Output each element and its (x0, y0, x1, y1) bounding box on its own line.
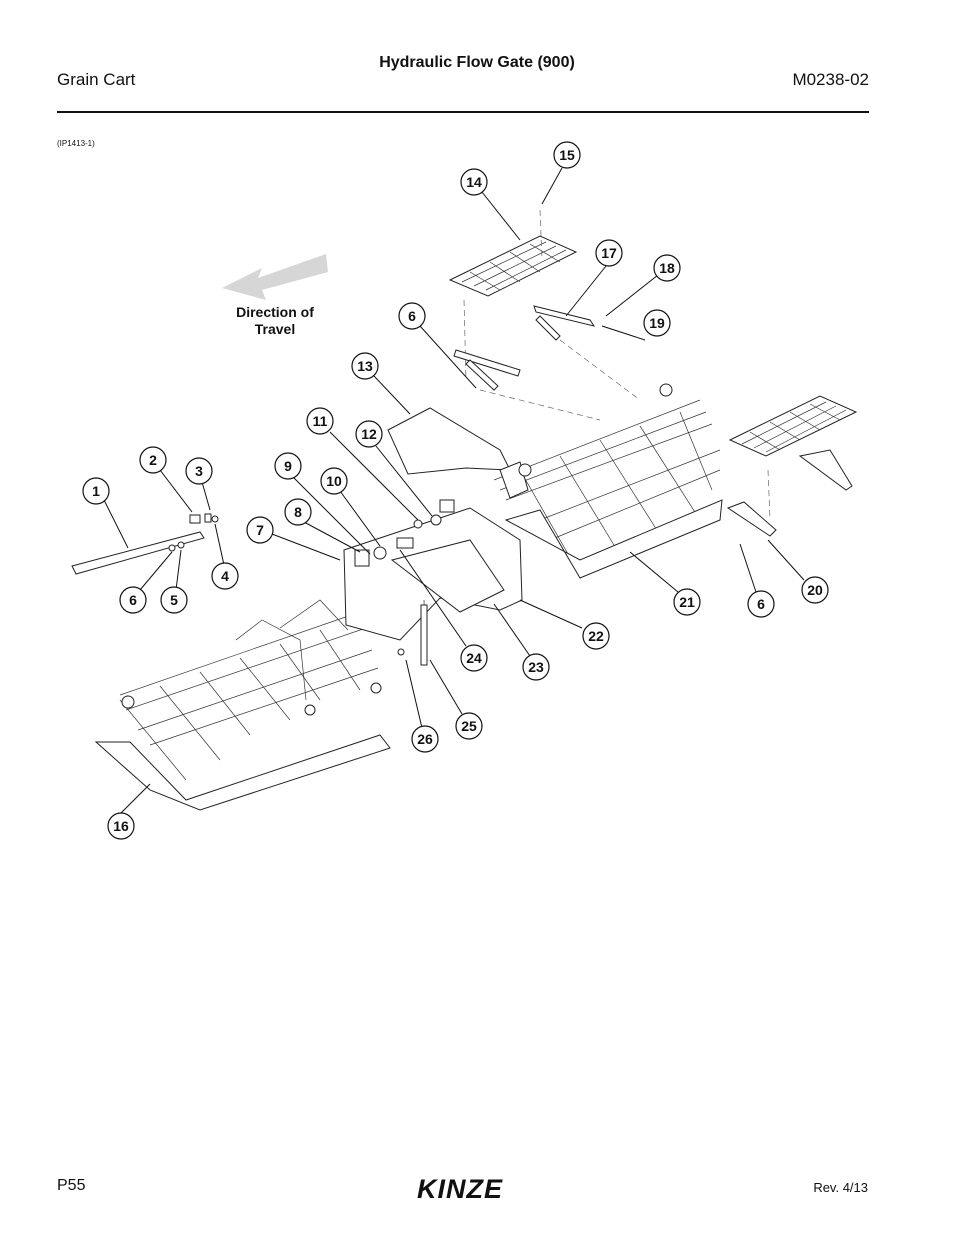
svg-text:6: 6 (757, 596, 765, 612)
callout-22: 22 (582, 622, 610, 650)
part-21-gate-frame (493, 383, 723, 579)
svg-text:4: 4 (221, 568, 229, 584)
callout-7: 7 (246, 516, 274, 544)
callout-15: 15 (553, 141, 581, 169)
callout-25: 25 (455, 712, 483, 740)
parts-2-5-hardware (168, 513, 219, 552)
direction-label-line1: Direction of (236, 304, 314, 320)
header-rule (57, 111, 869, 113)
svg-text:12: 12 (361, 426, 377, 442)
svg-text:8: 8 (294, 504, 302, 520)
svg-text:14: 14 (466, 174, 482, 190)
callout-8: 8 (284, 498, 312, 526)
svg-text:18: 18 (659, 260, 675, 276)
svg-text:15: 15 (559, 147, 575, 163)
kinze-logo: KINZE (417, 1174, 503, 1204)
callout-10: 10 (320, 467, 348, 495)
callout-6b: 6 (398, 302, 426, 330)
callout-2: 2 (139, 446, 167, 474)
svg-text:24: 24 (466, 650, 482, 666)
callout-12: 12 (355, 420, 383, 448)
callout-19: 19 (643, 309, 671, 337)
callout-1: 1 (82, 477, 110, 505)
callout-11: 11 (306, 407, 334, 435)
svg-text:11: 11 (313, 413, 328, 429)
svg-text:1: 1 (92, 483, 100, 499)
svg-text:6: 6 (408, 308, 416, 324)
callout-6c: 6 (747, 590, 775, 618)
svg-text:3: 3 (195, 463, 203, 479)
svg-text:KINZE: KINZE (417, 1174, 503, 1204)
page-number: P55 (57, 1177, 86, 1194)
callout-4: 4 (211, 562, 239, 590)
callout-13: 13 (351, 352, 379, 380)
callout-6a: 6 (119, 586, 147, 614)
callout-17: 17 (595, 239, 623, 267)
svg-text:25: 25 (461, 718, 477, 734)
callout-3: 3 (185, 457, 213, 485)
callout-20: 20 (801, 576, 829, 604)
svg-text:23: 23 (528, 659, 544, 675)
svg-text:6: 6 (129, 592, 137, 608)
svg-text:21: 21 (679, 594, 695, 610)
callout-26: 26 (411, 725, 439, 753)
page-title: Hydraulic Flow Gate (900) (379, 54, 575, 71)
svg-text:20: 20 (807, 582, 823, 598)
part-1-bar (71, 531, 205, 575)
callout-24: 24 (460, 644, 488, 672)
svg-text:10: 10 (326, 473, 342, 489)
svg-text:9: 9 (284, 458, 292, 474)
revision-date: Rev. 4/13 (813, 1180, 868, 1195)
leader-lines (103, 167, 805, 815)
figure-code: (IP1413-1) (57, 139, 95, 148)
center-plates (343, 407, 523, 666)
part-16-gate-frame (94, 599, 391, 811)
direction-of-travel-label: Direction of Travel (222, 304, 328, 338)
svg-text:17: 17 (601, 245, 617, 261)
direction-arrow-icon (222, 254, 328, 300)
header-left: Grain Cart (57, 70, 136, 89)
svg-text:5: 5 (170, 592, 178, 608)
svg-text:13: 13 (357, 358, 373, 374)
callout-16: 16 (107, 812, 135, 840)
callout-5: 5 (160, 586, 188, 614)
callout-21: 21 (673, 588, 701, 616)
callout-23: 23 (522, 653, 550, 681)
part-20-step (726, 395, 858, 537)
svg-text:7: 7 (256, 522, 264, 538)
parts-7-12-components (354, 499, 455, 567)
callout-9: 9 (274, 452, 302, 480)
svg-text:16: 16 (113, 818, 129, 834)
callout-18: 18 (653, 254, 681, 282)
svg-text:22: 22 (588, 628, 604, 644)
svg-text:26: 26 (417, 731, 433, 747)
document-number: M0238-02 (792, 70, 869, 89)
part-17-support (453, 305, 641, 421)
svg-text:19: 19 (649, 315, 665, 331)
part-14-step (448, 209, 578, 381)
svg-text:2: 2 (149, 452, 157, 468)
callout-14: 14 (460, 168, 488, 196)
direction-label-line2: Travel (254, 321, 296, 337)
